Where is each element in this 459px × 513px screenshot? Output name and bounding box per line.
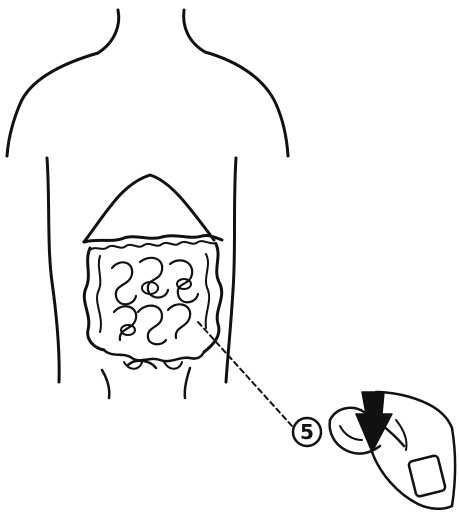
ascending-colon-inner [97,256,101,332]
descending-colon-inner [206,254,209,328]
callout-marker: 5 [293,418,321,446]
fingernail [408,455,446,497]
torso-side-left [47,158,59,382]
leader-line [198,322,292,426]
rib-cage-arch [84,175,214,242]
shoulder-right [205,52,288,156]
intestine-coil [170,260,198,302]
transverse-colon-haustra [90,241,216,250]
small-intestine [112,258,198,369]
torso-side-right [226,158,236,382]
intestine-coil [168,304,190,338]
lower-abdomen-left [102,370,109,398]
colon [84,235,222,361]
intestine-coil [138,306,166,345]
lower-abdomen-right [185,368,190,398]
press-arrow-icon [356,392,392,452]
shoulder-left [7,53,98,156]
sigmoid-colon [104,350,204,361]
intestine-coil [112,262,136,304]
callout-number: 5 [300,420,314,444]
hand-illustration [330,392,455,509]
ascending-colon [84,248,104,350]
intestine-coil [164,362,182,369]
neck-right [184,10,205,52]
finger-tip-end [452,428,455,506]
intestine-loop [121,325,135,335]
neck-left [98,10,119,53]
fingertip-inner [340,426,362,440]
